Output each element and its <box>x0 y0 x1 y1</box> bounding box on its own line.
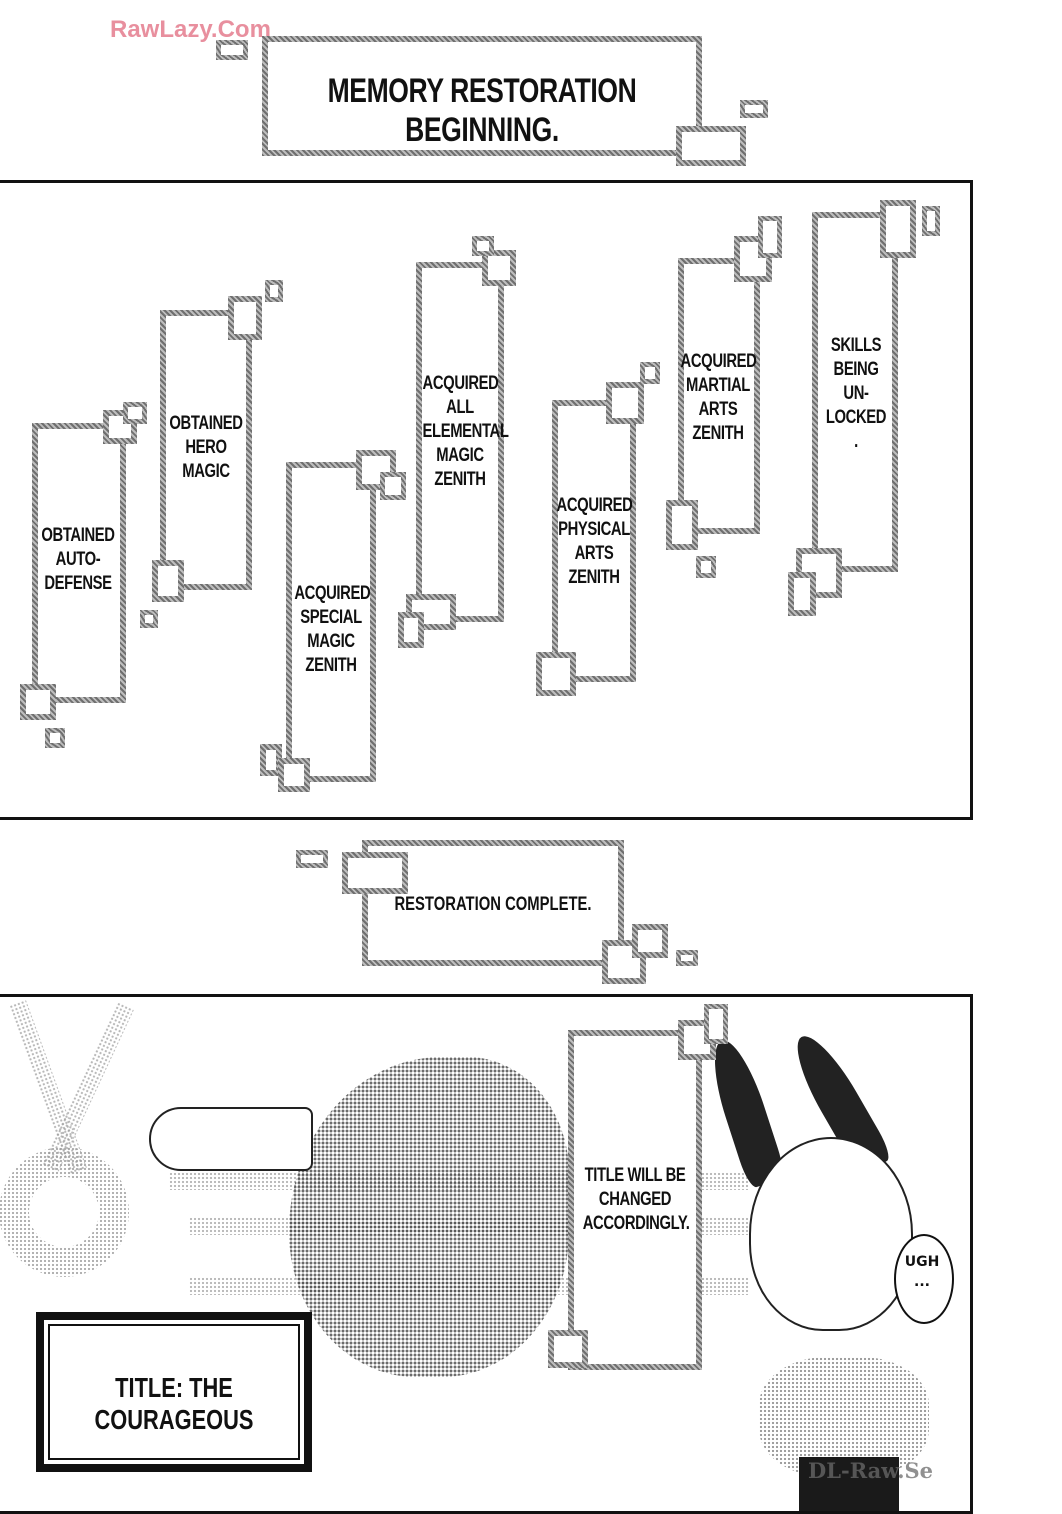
decor-square <box>123 402 147 424</box>
decor-square <box>296 850 328 868</box>
decor-square <box>380 472 406 500</box>
decor-square <box>788 572 816 616</box>
decor-square <box>758 216 782 258</box>
skill-text: OBTAINED HERO MAGIC <box>169 413 243 482</box>
decor-square <box>482 250 516 286</box>
watermark-rawlazy: RawLazy.Com <box>110 16 271 43</box>
header-text: MEMORY RESTORATION BEGINNING. <box>327 72 637 149</box>
decor-square <box>696 556 716 578</box>
decor-square <box>216 40 248 60</box>
skill-box-frame <box>678 258 760 534</box>
decor-square <box>536 652 576 696</box>
character-head <box>749 1137 913 1331</box>
decor-square <box>140 610 158 628</box>
skill-box-frame <box>416 262 504 622</box>
decor-square <box>602 940 646 984</box>
decor-square <box>152 560 184 602</box>
skill-box-frame <box>32 423 126 703</box>
decor-square <box>704 1004 728 1044</box>
system-message-text: TITLE WILL BE CHANGED ACCORDINGLY. <box>582 1165 690 1234</box>
decor-square <box>342 852 408 894</box>
decor-square <box>922 206 940 236</box>
decor-square <box>640 362 660 384</box>
decor-square <box>228 296 262 340</box>
decor-square <box>740 100 768 118</box>
decor-square <box>632 924 668 958</box>
magic-circle-center <box>29 1177 99 1247</box>
skill-box-frame <box>160 310 252 590</box>
decor-square <box>676 950 698 966</box>
skill-text: ACQUIRED ALL ELEMENTAL MAGIC ZENITH <box>422 373 509 490</box>
decor-square <box>548 1330 588 1368</box>
speech-bubble <box>894 1234 954 1324</box>
skill-box-frame <box>812 212 898 572</box>
title-plate-frame <box>36 1312 312 1472</box>
watermark-dlraw: DL-Raw.Se <box>808 1458 934 1483</box>
decor-square <box>880 200 916 258</box>
decor-square <box>676 126 746 166</box>
complete-text: RESTORATION COMPLETE. <box>394 894 592 915</box>
decor-square <box>666 500 698 550</box>
speech-bubble-text: UGH ... <box>904 1254 940 1290</box>
header-box-frame <box>262 36 702 156</box>
system-box-frame <box>568 1030 702 1370</box>
title-plate-inner-border <box>48 1324 300 1460</box>
decor-square <box>472 236 494 256</box>
decor-square <box>606 382 644 424</box>
skill-text: ACQUIRED SPECIAL MAGIC ZENITH <box>294 583 371 676</box>
skill-box-frame <box>552 400 636 682</box>
decor-square <box>20 684 56 720</box>
decor-square <box>260 744 282 776</box>
decor-square <box>45 728 65 748</box>
skill-text: ACQUIRED MARTIAL ARTS ZENITH <box>680 351 757 444</box>
skill-text: OBTAINED AUTO- DEFENSE <box>41 525 115 594</box>
decor-square <box>398 612 424 648</box>
decor-square <box>265 280 283 302</box>
decor-square <box>278 758 310 792</box>
skill-text: ACQUIRED PHYSICAL ARTS ZENITH <box>556 495 633 588</box>
skill-box-frame <box>286 462 376 782</box>
title-plate-text: TITLE: THE COURAGEOUS <box>94 1372 254 1435</box>
thumb-illustration <box>149 1107 313 1171</box>
skill-text: SKILLS BEING UN- LOCKED . <box>825 335 887 452</box>
hand-illustration <box>289 1057 569 1377</box>
